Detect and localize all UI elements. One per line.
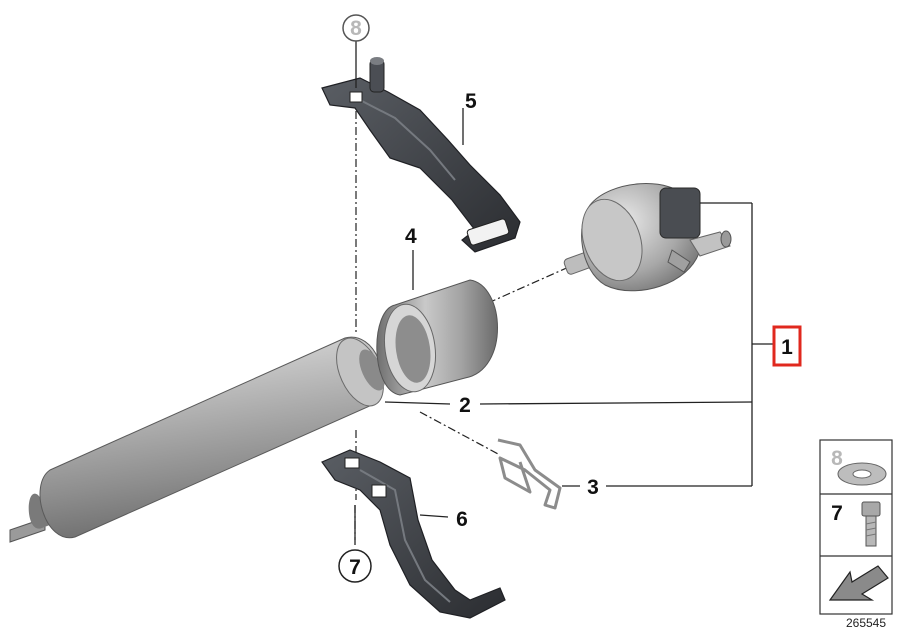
leader-lines (354, 40, 773, 545)
svg-text:1: 1 (781, 336, 793, 359)
callout-4: 4 (405, 225, 417, 248)
callout-8-top: 8 (342, 14, 370, 42)
svg-text:8: 8 (350, 17, 362, 40)
fuel-filter-cylinder (9, 336, 385, 543)
upper-bracket (321, 57, 521, 253)
callout-7: 7 (338, 549, 372, 583)
callout-5: 5 (465, 90, 477, 113)
callout-2: 2 (459, 394, 471, 417)
svg-text:7: 7 (349, 556, 361, 579)
arrow-icon (828, 565, 889, 601)
document-number: 265545 (846, 616, 886, 630)
callout-6: 6 (456, 508, 468, 531)
retaining-clip (497, 438, 562, 510)
pressure-regulator (563, 183, 732, 292)
lock-washer-icon (837, 462, 887, 486)
bolt-icon (861, 501, 881, 547)
legend-panel: 8 7 (819, 439, 893, 615)
sealing-ring (376, 279, 498, 396)
callout-3: 3 (587, 476, 599, 499)
lower-bracket (321, 449, 506, 619)
legend-label-8: 8 (831, 447, 843, 470)
callout-1-highlight: 1 (772, 325, 802, 367)
legend-label-7: 7 (831, 502, 843, 525)
